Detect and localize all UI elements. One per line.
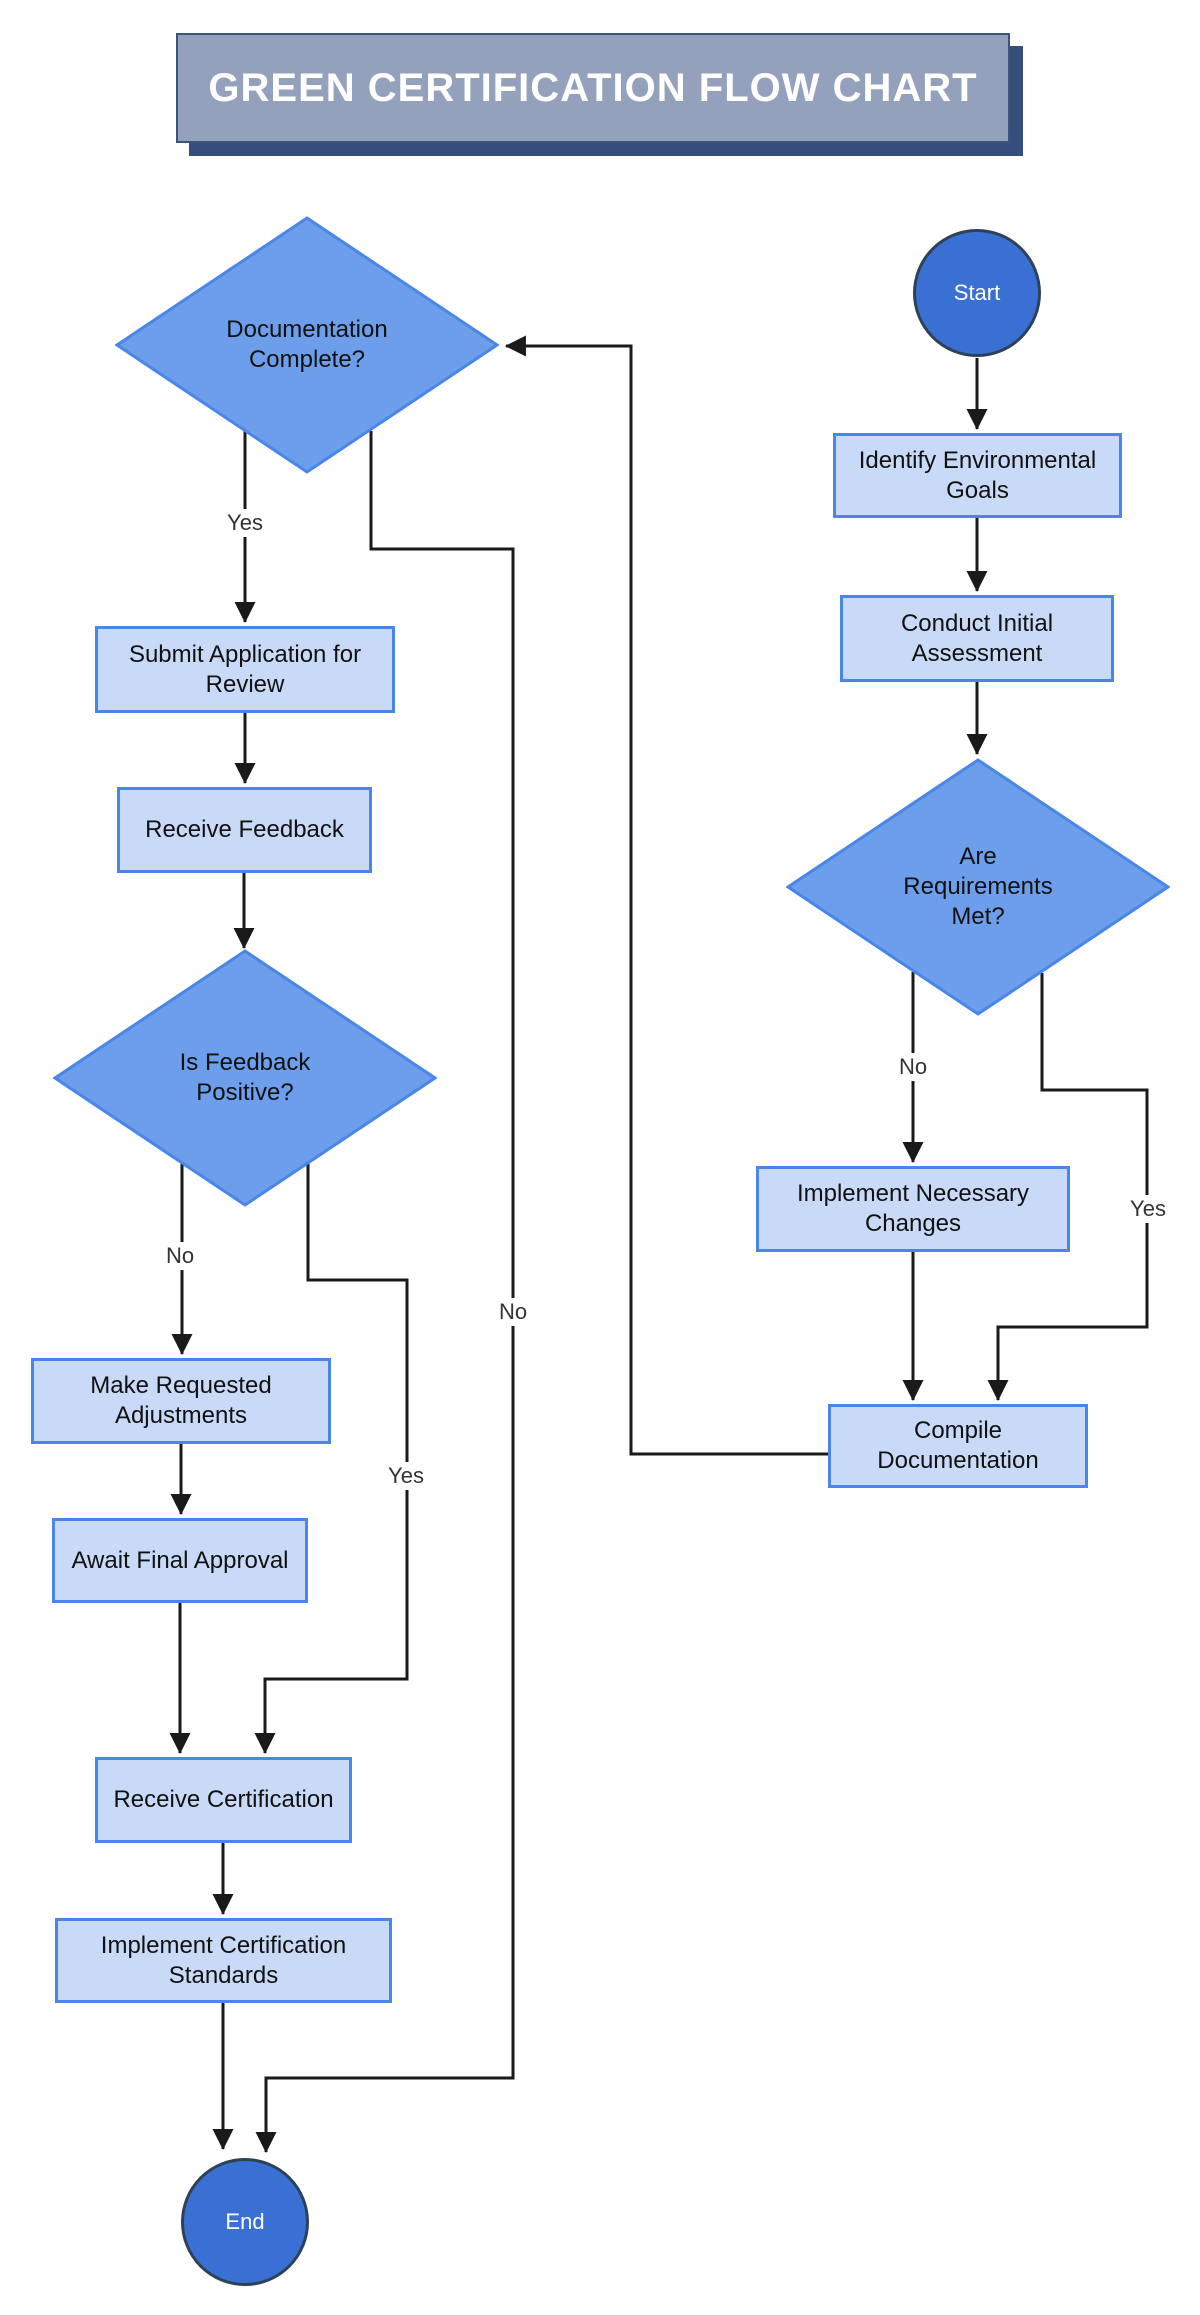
edge-label-documentation-complete-no: No bbox=[493, 1298, 533, 1326]
diamond-shape bbox=[786, 758, 1170, 1016]
node-end-label: End bbox=[225, 2209, 265, 2234]
node-is-feedback-positive-label: Is Feedback Positive? bbox=[179, 1049, 311, 1106]
node-are-requirements-met-label: Are Requirements Met? bbox=[903, 843, 1053, 930]
edge-label-feedback-positive-yes: Yes bbox=[383, 1462, 429, 1490]
node-documentation-complete-label: Documentation Complete? bbox=[226, 316, 388, 373]
node-make-requested-adjustments: Make Requested Adjustments bbox=[31, 1358, 331, 1444]
edge-label-requirements-met-no: No bbox=[893, 1053, 933, 1081]
node-make-requested-adjustments-label: Make Requested Adjustments bbox=[90, 1372, 272, 1429]
node-documentation-complete: Documentation Complete? bbox=[115, 216, 499, 474]
node-identify-environmental-goals: Identify Environmental Goals bbox=[833, 433, 1122, 518]
edge-compile-documentation-to-documentation-complete bbox=[504, 335, 828, 1456]
node-start-label: Start bbox=[953, 280, 1001, 305]
edge-feedback-positive-yes-to-receive-certification bbox=[254, 1164, 409, 1755]
node-conduct-initial-assessment: Conduct Initial Assessment bbox=[840, 595, 1114, 682]
node-implement-necessary-changes-label: Implement Necessary Changes bbox=[796, 1180, 1030, 1237]
node-implement-necessary-changes: Implement Necessary Changes bbox=[756, 1166, 1070, 1252]
node-end: End bbox=[181, 2158, 309, 2286]
node-are-requirements-met: Are Requirements Met? bbox=[786, 758, 1170, 1016]
node-submit-application-for-review-label: Submit Application for Review bbox=[128, 640, 362, 698]
chart-title: GREEN CERTIFICATION FLOW CHART bbox=[208, 65, 978, 110]
node-start: Start bbox=[913, 229, 1041, 357]
node-await-final-approval-label: Await Final Approval bbox=[71, 1546, 289, 1574]
node-implement-certification-standards-label: Implement Certification Standards bbox=[100, 1931, 347, 1989]
node-receive-certification-label: Receive Certification bbox=[113, 1786, 334, 1813]
node-implement-certification-standards: Implement Certification Standards bbox=[55, 1918, 392, 2003]
node-submit-application-for-review: Submit Application for Review bbox=[95, 626, 395, 713]
node-await-final-approval: Await Final Approval bbox=[52, 1518, 308, 1603]
edge-label-requirements-met-yes: Yes bbox=[1125, 1195, 1171, 1223]
edge-label-feedback-positive-no: No bbox=[160, 1242, 200, 1270]
node-identify-environmental-goals-label: Identify Environmental Goals bbox=[858, 446, 1097, 504]
node-is-feedback-positive: Is Feedback Positive? bbox=[53, 949, 437, 1207]
node-receive-feedback: Receive Feedback bbox=[117, 787, 372, 873]
diamond-shape bbox=[53, 949, 437, 1207]
node-compile-documentation-label: Compile Documentation bbox=[877, 1417, 1039, 1474]
node-receive-certification: Receive Certification bbox=[95, 1757, 352, 1843]
edge-label-documentation-complete-yes: Yes bbox=[222, 509, 268, 537]
node-receive-feedback-label: Receive Feedback bbox=[145, 816, 344, 843]
node-compile-documentation: Compile Documentation bbox=[828, 1404, 1088, 1488]
diamond-shape bbox=[115, 216, 499, 474]
node-conduct-initial-assessment-label: Conduct Initial Assessment bbox=[900, 609, 1054, 667]
chart-title-banner: GREEN CERTIFICATION FLOW CHART bbox=[176, 33, 1010, 143]
